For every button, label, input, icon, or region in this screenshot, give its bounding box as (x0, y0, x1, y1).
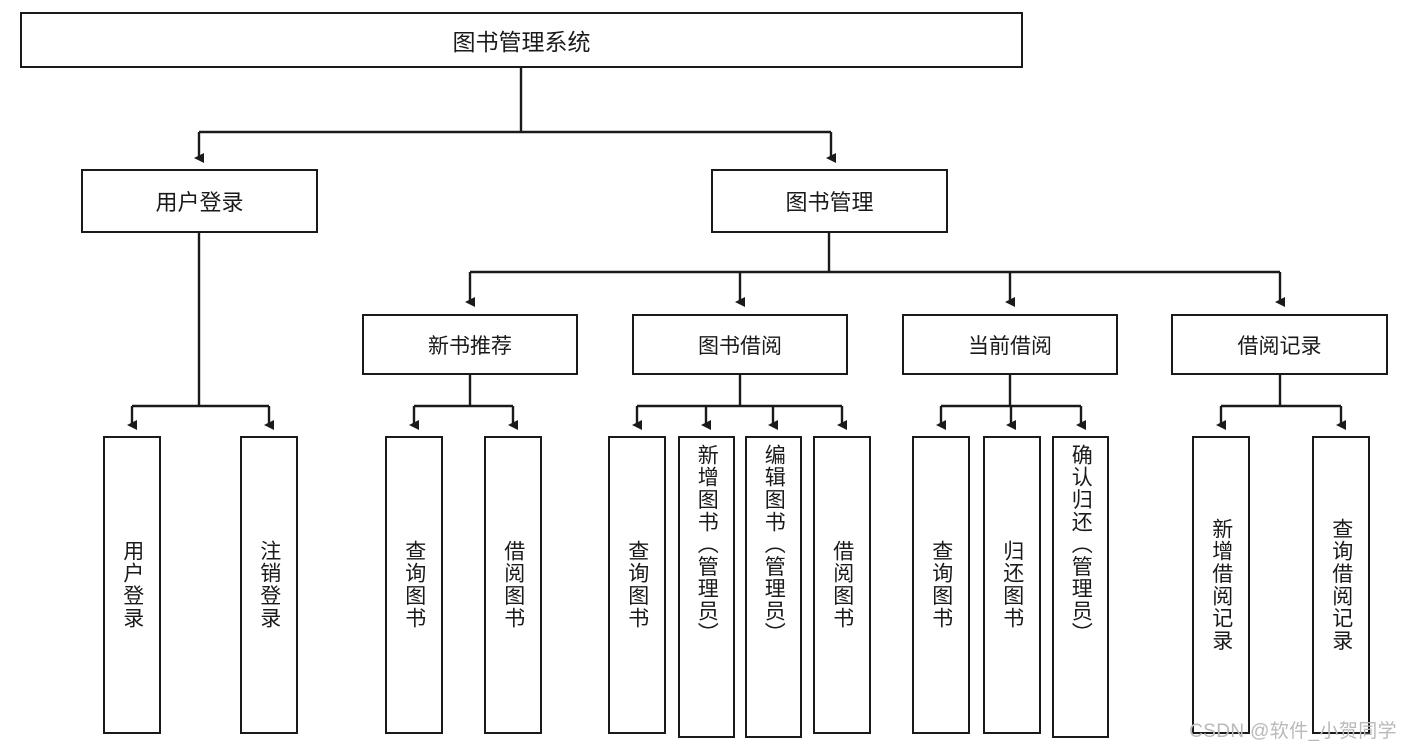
watermark: CSDN @软件_小贺同学 (1189, 721, 1397, 742)
leaf-node[interactable]: 新增借阅记录 (1192, 436, 1250, 734)
leaf-node-label: 注销登录 (257, 540, 281, 630)
leaf-node[interactable]: 查询图书 (912, 436, 970, 734)
leaf-node-label: 借阅图书 (501, 540, 525, 630)
leaf-node[interactable]: 查询图书 (608, 436, 666, 734)
leaf-node-label: 查询图书 (402, 540, 426, 630)
leaf-node[interactable]: 归还图书 (983, 436, 1041, 734)
node-user-login[interactable]: 用户登录 (81, 169, 318, 233)
leaf-node-label: 用户登录 (120, 540, 144, 630)
leaf-node[interactable]: 借阅图书 (813, 436, 871, 734)
leaf-node[interactable]: 用户登录 (103, 436, 161, 734)
leaf-node-label: 查询图书 (929, 540, 953, 630)
node-borrow-record-label: 借阅记录 (1237, 334, 1322, 358)
leaf-node-label: 新增借阅记录 (1209, 518, 1233, 652)
leaf-node-label: 查询图书 (625, 540, 649, 630)
leaf-node[interactable]: 注销登录 (240, 436, 298, 734)
leaf-node[interactable]: 借阅图书 (484, 436, 542, 734)
node-book-management-label: 图书管理 (785, 190, 874, 215)
node-book-borrow-label: 图书借阅 (698, 334, 782, 358)
leaf-node-label: 新增图书（管理员） (695, 444, 719, 645)
node-user-login-label: 用户登录 (155, 190, 244, 215)
leaf-node-label: 查询借阅记录 (1329, 518, 1353, 652)
node-current-borrow-label: 当前借阅 (968, 334, 1052, 358)
node-new-book-recommend[interactable]: 新书推荐 (362, 314, 578, 375)
node-book-management[interactable]: 图书管理 (711, 169, 948, 233)
node-current-borrow[interactable]: 当前借阅 (902, 314, 1118, 375)
node-root-label: 图书管理系统 (452, 29, 591, 55)
leaf-node-label: 编辑图书（管理员） (762, 444, 786, 645)
leaf-node[interactable]: 新增图书（管理员） (678, 436, 735, 738)
leaf-node-label: 借阅图书 (830, 540, 854, 630)
leaf-node[interactable]: 确认归还（管理员） (1052, 436, 1109, 738)
leaf-node[interactable]: 查询图书 (385, 436, 443, 734)
node-book-borrow[interactable]: 图书借阅 (632, 314, 848, 375)
node-root[interactable]: 图书管理系统 (20, 12, 1023, 68)
leaf-node-label: 归还图书 (1000, 540, 1024, 630)
leaf-node[interactable]: 查询借阅记录 (1312, 436, 1370, 734)
leaf-node[interactable]: 编辑图书（管理员） (745, 436, 802, 738)
node-borrow-record[interactable]: 借阅记录 (1171, 314, 1388, 375)
node-new-book-recommend-label: 新书推荐 (428, 334, 512, 358)
leaf-node-label: 确认归还（管理员） (1069, 444, 1093, 645)
